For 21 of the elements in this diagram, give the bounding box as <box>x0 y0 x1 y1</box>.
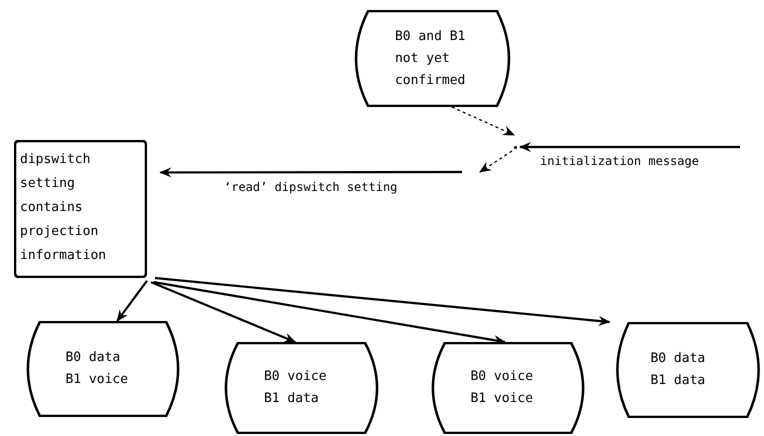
arrow <box>150 281 296 344</box>
arrow <box>519 142 740 152</box>
node-text: B0 data B1 data <box>650 350 706 390</box>
node-text: dipswitch setting contains projection information <box>20 151 106 265</box>
state-box <box>614 322 762 418</box>
dashed-arrow <box>479 150 512 173</box>
edge-label: ‘read’ dipswitch setting <box>224 180 398 195</box>
node-text: B0 voice B1 voice <box>470 368 534 408</box>
process-box <box>14 140 147 278</box>
dashed-arrow <box>452 106 515 136</box>
edge-label: initialization message <box>540 154 699 169</box>
state-box <box>222 342 381 434</box>
node-text: B0 voice B1 data <box>264 368 328 408</box>
arrow <box>116 280 148 322</box>
arrow <box>154 276 611 326</box>
node-text: B0 data B1 voice <box>65 349 130 389</box>
arrow <box>159 167 462 178</box>
state-box <box>24 321 182 417</box>
node-text: B0 and B1 not yet confirmed <box>394 28 466 90</box>
state-box <box>429 342 587 434</box>
state-box <box>352 10 513 107</box>
